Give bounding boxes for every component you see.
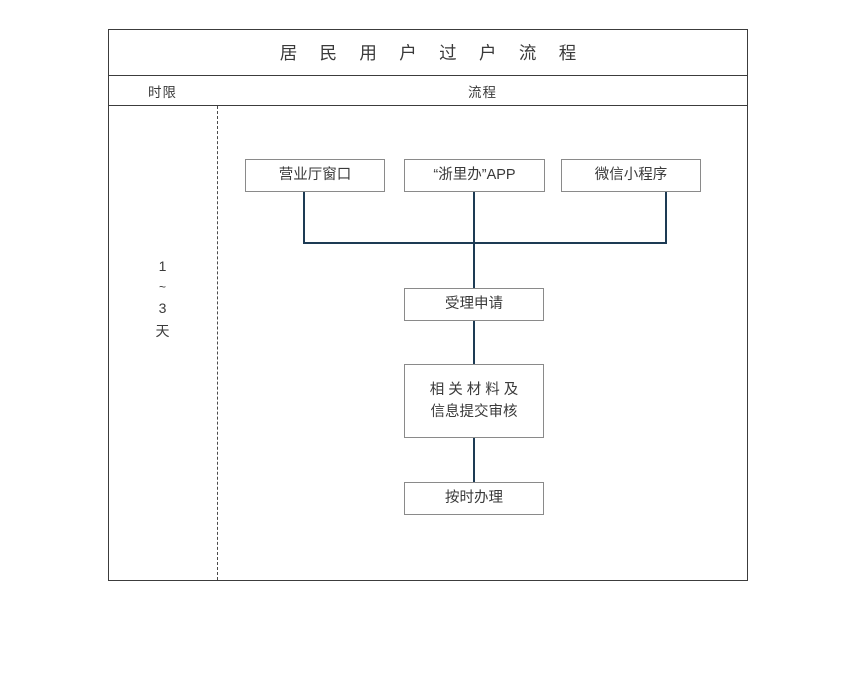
connector-window-stem <box>303 191 305 244</box>
column-divider-dashed <box>217 106 218 580</box>
node-accept-application[interactable]: 受理申请 <box>404 288 544 321</box>
node-label: 受理申请 <box>445 296 503 313</box>
node-label: “浙里办”APP <box>433 167 516 184</box>
node-wechat-miniprogram[interactable]: 微信小程序 <box>561 159 701 192</box>
node-label: 微信小程序 <box>594 167 668 184</box>
node-submit-materials-review[interactable]: 相 关 材 料 及 信息提交审核 <box>404 364 544 438</box>
node-handle-on-time[interactable]: 按时办理 <box>404 482 544 515</box>
node-label-line-1: 相 关 材 料 及 <box>429 381 519 398</box>
title-row: 居 民 用 户 过 户 流 程 <box>108 29 748 76</box>
connector-accept-to-submit <box>473 320 475 364</box>
connector-submit-to-handle <box>473 437 475 482</box>
time-line-4: 天 <box>155 322 170 339</box>
connector-bus-to-accept <box>473 242 475 288</box>
time-duration-label: 1 ~ 3 天 <box>108 255 217 342</box>
page-title: 居 民 用 户 过 户 流 程 <box>279 42 586 63</box>
column-header-flow: 流程 <box>468 84 497 100</box>
column-header-row: 时限 流程 <box>108 76 748 106</box>
connector-merge-bus <box>303 242 667 244</box>
column-header-time: 时限 <box>148 84 177 100</box>
time-line-3: 3 <box>158 300 167 317</box>
node-label-line-2: 信息提交审核 <box>430 404 518 420</box>
node-business-hall-window[interactable]: 营业厅窗口 <box>245 159 385 192</box>
time-line-1: 1 <box>158 258 167 274</box>
node-label: 营业厅窗口 <box>278 167 352 184</box>
connector-miniprogram-stem <box>665 191 667 244</box>
time-line-2: ~ <box>158 279 166 294</box>
node-label: 按时办理 <box>445 490 503 507</box>
node-zhelifu-app[interactable]: “浙里办”APP <box>404 159 545 192</box>
connector-app-stem <box>473 191 475 244</box>
